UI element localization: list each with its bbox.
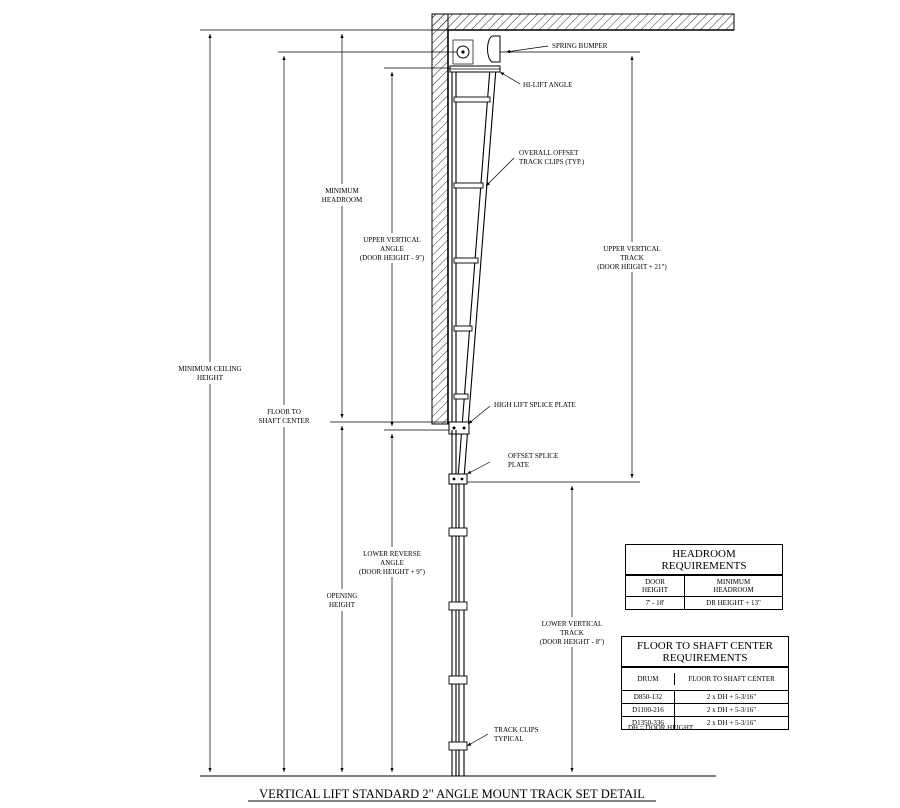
wall-hatch — [431, 13, 449, 425]
label-lower-track-1: LOWER VERTICAL — [542, 620, 603, 628]
wall-structure — [431, 13, 735, 425]
headroom-table-title: HEADROOM REQUIREMENTS — [626, 545, 782, 575]
table-row: D850-132 2 x DH + 5-3/16" — [622, 690, 788, 703]
door-height-note: DH = DOOR HEIGHT — [628, 724, 694, 732]
label-min-ceiling-2: HEIGHT — [197, 374, 224, 382]
label-lower-reverse-2: ANGLE — [380, 559, 404, 567]
dimension-labels: MINIMUM CEILING HEIGHT FLOOR TO SHAFT CE… — [168, 184, 670, 647]
drawing-title: VERTICAL LIFT STANDARD 2" ANGLE MOUNT TR… — [259, 787, 645, 801]
leader-lines — [466, 45, 549, 747]
label-opening-height-1: OPENING — [327, 592, 358, 600]
label-high-lift-splice: HIGH LIFT SPLICE PLATE — [494, 401, 576, 409]
label-upper-angle-2: ANGLE — [380, 245, 404, 253]
label-track-clips-1: TRACK CLIPS — [494, 726, 539, 734]
table-row: D1350-336 2 x DH + 5-3/16" — [622, 716, 788, 729]
label-hi-lift-angle: HI-LIFT ANGLE — [523, 81, 572, 89]
lower-track-assembly — [448, 430, 468, 776]
label-lower-reverse-1: LOWER REVERSE — [363, 550, 421, 558]
label-upper-track-3: (DOOR HEIGHT + 21") — [597, 263, 667, 271]
shaft-table-header: DRUM FLOOR TO SHAFT CENTER — [622, 667, 788, 690]
label-upper-track-1: UPPER VERTICAL — [603, 245, 661, 253]
label-floor-shaft-2: SHAFT CENTER — [258, 417, 309, 425]
callout-labels: SPRING BUMPER HI-LIFT ANGLE OVERALL OFFS… — [494, 42, 608, 743]
label-lower-track-3: (DOOR HEIGHT - 8") — [540, 638, 605, 646]
spring-bumper — [487, 35, 501, 63]
ceiling-hatch — [431, 13, 735, 31]
offset-splice-plate — [448, 473, 468, 485]
label-lower-reverse-3: (DOOR HEIGHT + 9") — [359, 568, 426, 576]
label-floor-shaft-1: FLOOR TO — [267, 408, 301, 416]
shaft-center-requirements-table: FLOOR TO SHAFT CENTER REQUIREMENTS DRUM … — [621, 636, 789, 730]
label-track-clips-2: TYPICAL — [494, 735, 524, 743]
shaft-table-title: FLOOR TO SHAFT CENTER REQUIREMENTS — [622, 637, 788, 667]
label-offset-clips-1: OVERALL OFFSET — [519, 149, 579, 157]
label-upper-angle-3: (DOOR HEIGHT - 9") — [360, 254, 425, 262]
label-spring-bumper: SPRING BUMPER — [552, 42, 608, 50]
label-opening-height-2: HEIGHT — [329, 601, 356, 609]
label-offset-clips-2: TRACK CLIPS (TYP.) — [519, 158, 585, 166]
table-row: D1100-216 2 x DH + 5-3/16" — [622, 703, 788, 716]
label-min-headroom-2: HEADROOM — [322, 196, 363, 204]
label-upper-track-2: TRACK — [620, 254, 644, 262]
label-min-ceiling-1: MINIMUM CEILING — [178, 365, 241, 373]
headroom-table-header: DOOR HEIGHT MINIMUM HEADROOM — [626, 575, 782, 596]
table-row: 7' - 18' DR HEIGHT + 13" — [626, 596, 782, 609]
upper-track-assembly — [448, 35, 501, 479]
high-lift-splice-plate — [448, 421, 470, 435]
label-min-headroom-1: MINIMUM — [325, 187, 359, 195]
track-clip-bottom — [448, 741, 468, 751]
label-lower-track-2: TRACK — [560, 629, 584, 637]
label-offset-splice-2: PLATE — [508, 461, 529, 469]
label-offset-splice-1: OFFSET SPLICE — [508, 452, 558, 460]
headroom-requirements-table: HEADROOM REQUIREMENTS DOOR HEIGHT MINIMU… — [625, 544, 783, 610]
extension-lines — [200, 29, 640, 483]
label-upper-angle-1: UPPER VERTICAL — [363, 236, 421, 244]
